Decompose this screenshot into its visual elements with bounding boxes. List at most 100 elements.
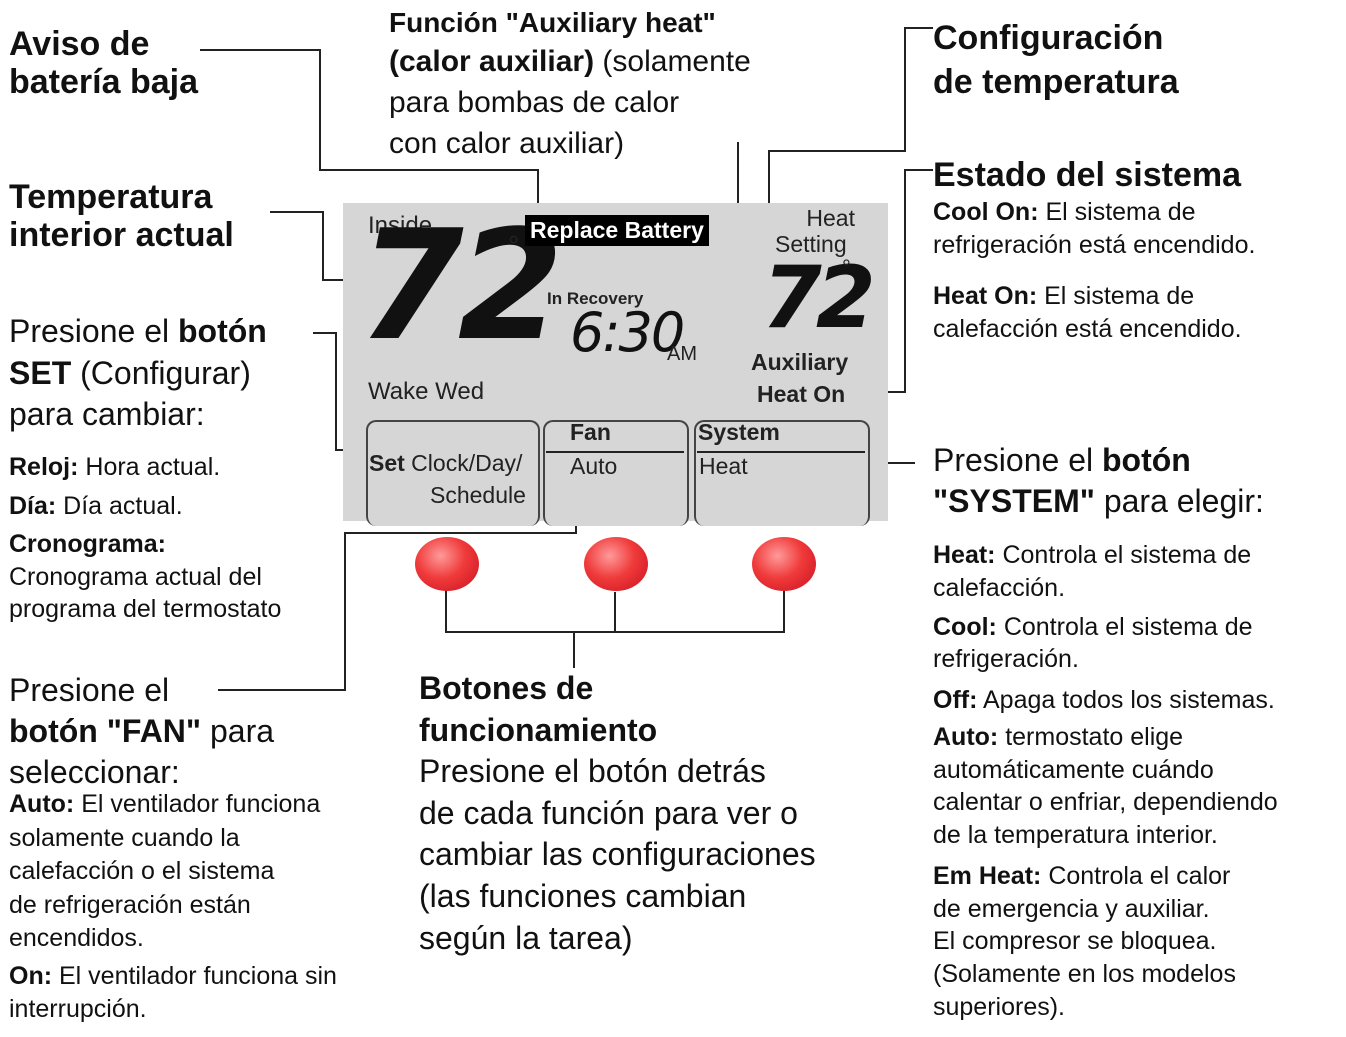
sys-heat-value: Controla el sistema de xyxy=(995,541,1252,569)
aux-callout-l2a: (calor auxiliar) xyxy=(389,45,595,79)
fan-auto-3: calefacción o el sistema xyxy=(9,857,275,885)
fan-callout: Presione el botón "FAN" para seleccionar… xyxy=(9,670,274,793)
fan-auto-5: encendidos. xyxy=(9,924,144,952)
fan-auto-2: solamente cuando la xyxy=(9,823,240,852)
tab-set-line2: Schedule xyxy=(430,482,526,508)
fan-auto-4: de refrigeración están xyxy=(9,890,251,919)
tab-fan-divider xyxy=(546,451,684,453)
fan-callout-l3: seleccionar: xyxy=(9,753,180,790)
dia-key: Día: xyxy=(9,491,57,520)
sys-auto-3: calentar o enfriar, dependiendo xyxy=(933,788,1278,817)
sys-em-key: Em Heat: xyxy=(933,861,1042,890)
reloj-value: Hora actual. xyxy=(78,453,221,481)
inside-degree: ° xyxy=(508,230,520,261)
aux-callout-l3: para bombas de calor xyxy=(389,85,680,119)
temp-callout-l2: interior actual xyxy=(9,216,234,255)
config-callout-l2: de temperatura xyxy=(933,63,1179,102)
sys-em-4: (Solamente en los modelos xyxy=(933,960,1236,988)
system-button[interactable] xyxy=(752,537,816,591)
fan-on-value: El ventilador funciona sin xyxy=(52,961,337,990)
config-callout: Configuración de temperatura xyxy=(933,16,1179,104)
sys-auto-4: de la temperatura interior. xyxy=(933,821,1218,849)
dia-value: Día actual. xyxy=(56,491,183,520)
tab-set xyxy=(366,420,540,526)
sys-em-2: de emergencia y auxiliar. xyxy=(933,894,1210,923)
sys-heat-2: calefacción. xyxy=(933,573,1066,602)
status-heat-key: Heat On: xyxy=(933,282,1038,310)
aux-callout-l4: con calor auxiliar) xyxy=(389,126,625,160)
aux-callout-l1: Función "Auxiliary heat" xyxy=(389,7,716,38)
tab-system xyxy=(694,420,870,526)
set-temperature: 72 xyxy=(762,248,876,348)
sys-auto-2: automáticamente cuándo xyxy=(933,755,1214,784)
status-title: Estado del sistema xyxy=(933,156,1242,194)
tab-set-text: Clock/Day/ xyxy=(404,450,523,476)
sys-em-3: El compresor se bloquea. xyxy=(933,927,1217,956)
crono-value-1: Cronograma actual del xyxy=(9,562,262,591)
set-callout-l2b: (Configurar) xyxy=(71,354,251,391)
fan-auto-value: El ventilador funciona xyxy=(74,790,321,818)
status-heat-value: El sistema de xyxy=(1037,282,1195,310)
aux-callout-l2b: (solamente xyxy=(594,45,751,79)
crono-value-2: programa del termostato xyxy=(9,595,282,623)
sys-cool-key: Cool: xyxy=(933,612,997,641)
crono-key: Cronograma: xyxy=(9,530,166,558)
buttons-callout-b1: Presione el botón detrás xyxy=(419,753,766,790)
set-callout-l1b: botón xyxy=(177,313,267,349)
heat-on-label: Heat On xyxy=(757,381,846,407)
status-options: Cool On: El sistema de refrigeración est… xyxy=(933,196,1255,346)
sys-em-value: Controla el calor xyxy=(1041,861,1231,890)
set-options: Reloj: Hora actual. Día: Día actual. Cro… xyxy=(9,451,281,626)
system-callout: Presione el botón "SYSTEM" para elegir: xyxy=(933,440,1264,522)
clock-ampm: AM xyxy=(667,343,697,365)
config-leader xyxy=(768,27,933,256)
battery-callout-l2: batería baja xyxy=(9,63,198,102)
system-options: Heat: Controla el sistema de calefacción… xyxy=(933,539,1278,1024)
buttons-callout: Botones de funcionamiento Presione el bo… xyxy=(419,668,816,959)
status-cool-2: refrigeración está encendido. xyxy=(933,231,1256,259)
system-callout-l1a: Presione el xyxy=(933,442,1102,478)
heat-setting-label-1: Heat xyxy=(806,205,855,231)
fan-button[interactable] xyxy=(584,537,648,591)
sys-auto-key: Auto: xyxy=(933,722,999,751)
set-callout-l3: para cambiar: xyxy=(9,396,205,433)
tab-fan-header: Fan xyxy=(570,419,611,445)
reloj-key: Reloj: xyxy=(9,453,79,481)
fan-callout-l1: Presione el xyxy=(9,672,170,708)
inside-label: Inside xyxy=(368,212,433,239)
fan-on-2: interrupción. xyxy=(9,995,147,1023)
buttons-callout-title1: Botones de xyxy=(419,670,594,706)
system-callout-l2a: "SYSTEM" xyxy=(933,482,1095,519)
sys-off-key: Off: xyxy=(933,686,978,714)
status-cool-key: Cool On: xyxy=(933,198,1039,226)
buttons-callout-title2: funcionamiento xyxy=(419,711,658,748)
schedule-period-label: Wake Wed xyxy=(368,378,485,405)
fan-on-key: On: xyxy=(9,961,53,990)
buttons-callout-b3: cambiar las configuraciones xyxy=(419,836,816,873)
battery-leader xyxy=(200,49,539,215)
tab-fan xyxy=(543,420,689,526)
set-callout-l2a: SET xyxy=(9,354,72,391)
aux-heat-callout: Función "Auxiliary heat" (calor auxiliar… xyxy=(389,4,751,164)
in-recovery-label: In Recovery xyxy=(547,289,644,308)
auxiliary-label: Auxiliary xyxy=(751,349,849,375)
tab-set-key: Set xyxy=(369,450,405,476)
replace-battery-indicator: Replace Battery xyxy=(525,215,709,246)
buttons-callout-b4: (las funciones cambian xyxy=(419,877,747,914)
fan-auto-key: Auto: xyxy=(9,790,75,818)
temp-callout: Temperatura interior actual xyxy=(9,178,234,254)
sys-em-5: superiores). xyxy=(933,992,1065,1021)
sys-cool-2: refrigeración. xyxy=(933,645,1079,674)
tab-system-value: Heat xyxy=(699,453,748,479)
status-heat-2: calefacción está encendido. xyxy=(933,315,1242,343)
system-callout-l1b: botón xyxy=(1101,442,1191,478)
set-degree: ° xyxy=(842,255,851,280)
buttons-callout-b2: de cada función para ver o xyxy=(419,794,798,831)
set-callout-l1a: Presione el xyxy=(9,313,178,349)
set-button[interactable] xyxy=(415,537,479,591)
tab-system-header: System xyxy=(698,419,780,445)
config-callout-l1: Configuración xyxy=(933,19,1164,57)
fan-callout-l2a: botón "FAN" xyxy=(9,712,202,749)
heat-setting-label-2: Setting xyxy=(775,231,847,257)
system-callout-l2b: para elegir: xyxy=(1094,482,1264,519)
